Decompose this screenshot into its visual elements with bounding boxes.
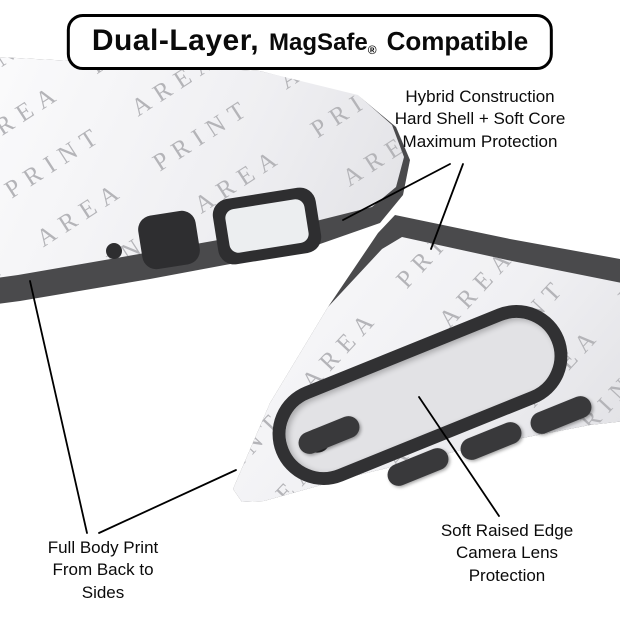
annotation-line: Protection bbox=[468, 565, 546, 585]
title-box: Dual-Layer, MagSafe® Compatible bbox=[66, 14, 554, 70]
callout-line bbox=[98, 469, 237, 534]
camera-cutout-small bbox=[136, 208, 202, 272]
annotation-line: Maximum Protection bbox=[402, 131, 558, 151]
annotation-line: From Back to bbox=[52, 560, 154, 580]
flash-hole bbox=[106, 243, 122, 259]
annotation-line: Camera Lens bbox=[455, 543, 559, 563]
annotation-line: Hybrid Construction bbox=[405, 87, 555, 106]
annotation-line: Full Body Print bbox=[47, 538, 159, 557]
annotation-line: Soft Raised Edge bbox=[440, 521, 574, 540]
title-compatible: Compatible bbox=[386, 26, 529, 56]
registered-mark-icon: ® bbox=[367, 43, 377, 57]
phone-case-side: PRINT AREA PRINT AREA PRINT AREA PRINT A… bbox=[230, 205, 620, 550]
phone-case-back: PRINT AREA PRINT AREA PRINT AREA PRINT A… bbox=[0, 55, 430, 320]
annotation-line: Hard Shell + Soft Core bbox=[394, 109, 566, 129]
annotation-line: Sides bbox=[81, 582, 125, 602]
title-magsafe: MagSafe® bbox=[269, 29, 377, 57]
annotation-camera-protection: Soft Raised Edge Camera Lens Protection bbox=[412, 520, 602, 587]
title-dual-layer: Dual-Layer, bbox=[91, 24, 260, 57]
annotation-hybrid-construction: Hybrid Construction Hard Shell + Soft Co… bbox=[355, 86, 605, 153]
annotation-full-body-print: Full Body Print From Back to Sides bbox=[13, 537, 193, 604]
